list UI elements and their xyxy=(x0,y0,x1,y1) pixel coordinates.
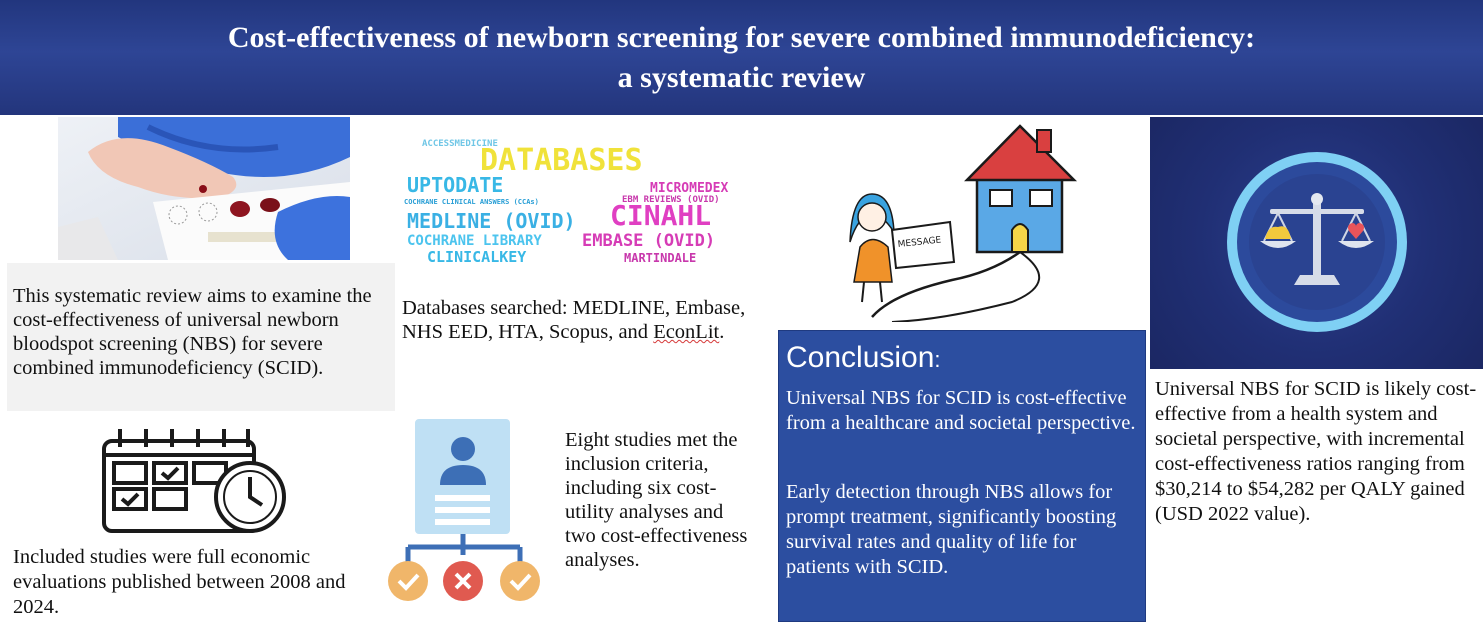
title-line-1: Cost-effectiveness of newborn screening … xyxy=(227,20,1256,54)
title-line-2: a systematic review xyxy=(617,60,866,94)
likely-cost-effective-text: Universal NBS for SCID is likely cost-ef… xyxy=(1155,378,1477,525)
page-title: Cost-effectiveness of newborn screening … xyxy=(228,18,1255,98)
conclusion-panel xyxy=(778,330,1146,622)
databases-text: Databases searched: MEDLINE, Embase, NHS… xyxy=(402,296,762,344)
cloud-word: EBM REVIEWS (OVID) xyxy=(622,195,720,205)
included-studies-text: Included studies were full economic eval… xyxy=(13,546,346,618)
econlit-word: EconLit xyxy=(653,321,720,343)
cloud-word: MEDLINE (OVID) xyxy=(407,209,576,233)
conclusion-title: Conclusion: xyxy=(786,340,941,378)
cloud-word: UPTODATE xyxy=(407,173,503,197)
cloud-word: COCHRANE LIBRARY xyxy=(407,233,542,249)
envelope-label: MESSAGE xyxy=(897,235,942,250)
conclusion-title-text: Conclusion xyxy=(786,341,935,374)
conclusion-paragraph-1: Universal NBS for SCID is cost-effective… xyxy=(786,387,1136,434)
cloud-word: COCHRANE CLINICAL ANSWERS (CCAs) xyxy=(404,198,539,206)
cloud-word: EMBASE (OVID) xyxy=(582,231,715,251)
cloud-word: MARTINDALE xyxy=(624,251,696,265)
cloud-word: CINAHL xyxy=(610,199,711,232)
heel-prick-photo xyxy=(58,117,350,260)
balance-scale-icon xyxy=(1260,193,1374,285)
eight-studies-text: Eight studies met the inclusion criteria… xyxy=(565,429,748,571)
databases-text-main: Databases searched: MEDLINE, Embase, NHS… xyxy=(402,297,746,343)
girl-mailing-letter-illustration: MESSAGE xyxy=(832,122,1122,323)
database-word-cloud: ACCESSMEDICINE DATABASES UPTODATE COCHRA… xyxy=(402,128,752,278)
cloud-word: DATABASES xyxy=(480,143,643,178)
balance-scale-panel xyxy=(1150,117,1483,369)
cloud-word: MICROMEDEX xyxy=(650,181,728,196)
cloud-word: ACCESSMEDICINE xyxy=(422,139,498,149)
aim-text: This systematic review aims to examine t… xyxy=(13,285,372,379)
conclusion-colon: : xyxy=(934,347,941,372)
aim-background xyxy=(7,263,395,411)
cloud-word: CLINICALKEY xyxy=(427,248,526,266)
profile-decision-flow-icon xyxy=(380,415,550,615)
databases-text-end: . xyxy=(719,321,725,343)
calendar-clock-icon xyxy=(98,425,298,535)
header-banner: Cost-effectiveness of newborn screening … xyxy=(0,0,1483,115)
conclusion-paragraph-2: Early detection through NBS allows for p… xyxy=(786,481,1117,578)
